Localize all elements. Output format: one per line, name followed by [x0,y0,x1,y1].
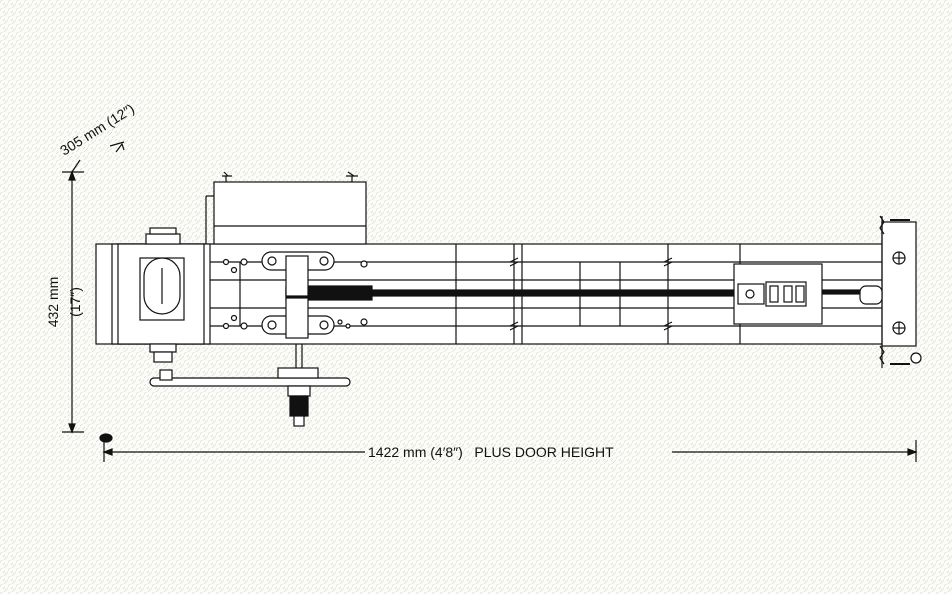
carriage [733,263,823,325]
rail-coupler-1 [509,244,519,344]
rail-fasteners [222,258,368,330]
height-label-mm: 432 mm [45,277,61,328]
length-label: 1422 mm (4′8″) PLUS DOOR HEIGHT [368,444,614,460]
bearing-block-lower [261,297,335,339]
height-label-in: (17″) [67,287,83,317]
door-bracket [859,215,922,368]
rail-coupler-2 [663,244,673,344]
height-label-group: 432 mm (17″) [45,277,83,328]
height-dimension [62,170,84,434]
depth-dimension [71,141,125,173]
gearbox [111,227,211,363]
length-dimension [99,433,918,462]
motor-housing [205,171,367,245]
bearing-block-upper [261,251,335,297]
handwheel [149,344,351,427]
